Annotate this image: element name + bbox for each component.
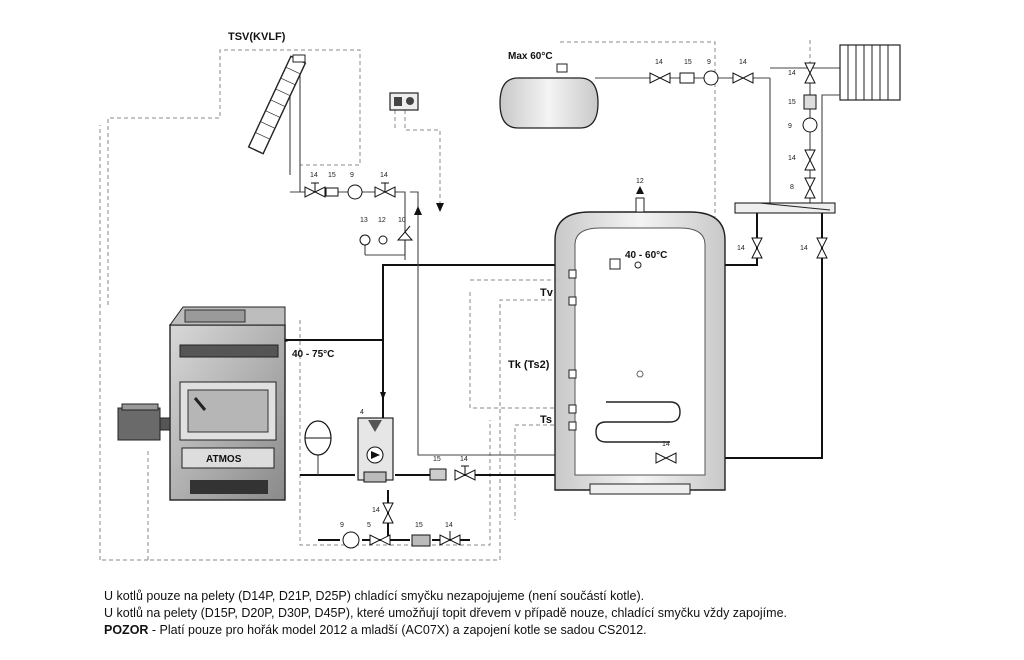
num-14-rad-b: 14 (788, 155, 796, 162)
sensor-tk: Tk (Ts2) (508, 359, 550, 371)
note-line-2: U kotlů na pelety (D15P, D20P, D30P, D45… (104, 606, 787, 620)
num-5: 5 (367, 522, 371, 529)
sensor-ts: Ts (540, 414, 552, 426)
num-15-cold: 15 (415, 522, 423, 529)
dhw-pump-icon (703, 70, 719, 86)
cold-pump-icon (342, 531, 360, 549)
cold-filter (411, 534, 431, 547)
dhw-valve-b (732, 72, 754, 84)
vent-icon (378, 235, 388, 245)
distributor-valves (751, 237, 828, 259)
note-line-1: U kotlů pouze na pelety (D14P, D21P, D25… (104, 589, 645, 603)
num-14-cold-v: 14 (372, 507, 380, 514)
dhw-valve-a (649, 72, 671, 84)
num-9-rad: 9 (788, 123, 792, 130)
cold-valve (439, 531, 461, 546)
boiler-outlet-temp: 40 - 75°C (292, 349, 334, 360)
solar-pump-icon (347, 184, 363, 200)
safety-valve-icon (396, 225, 414, 241)
accumulation-tank (554, 197, 726, 495)
num-12-a: 12 (378, 217, 386, 224)
num-14-dhw-b: 14 (739, 59, 747, 66)
return-valve (454, 465, 476, 481)
heating-schematic: TSV(KVLF) 14 15 9 14 13 12 10 ATMOS (99, 31, 901, 561)
boiler-brand: ATMOS (206, 454, 242, 465)
pellet-boiler (169, 306, 286, 501)
distributor (734, 202, 836, 214)
num-14-cold: 14 (445, 522, 453, 529)
dhw-filter (679, 72, 695, 84)
num-9-solar: 9 (350, 172, 354, 179)
tank-top-temp: 40 - 60°C (625, 250, 667, 261)
solar-label: TSV(KVLF) (228, 31, 286, 43)
solar-valve-left (304, 182, 326, 198)
radiator-line-parts (802, 62, 818, 199)
num-14-coil: 14 (662, 441, 670, 448)
num-12-tank: 12 (636, 178, 644, 185)
num-15-solar: 15 (328, 172, 336, 179)
pellet-burner (117, 403, 171, 441)
note-line-3: POZOR - Platí pouze pro hořák model 2012… (104, 622, 1004, 639)
return-filter (429, 468, 447, 481)
notes: U kotlů pouze na pelety (D14P, D21P, D25… (104, 588, 1004, 639)
note-line-3-text: - Platí pouze pro hořák model 2012 a mla… (148, 623, 647, 637)
solar-valve-right (374, 182, 396, 198)
coil-valve (655, 452, 677, 464)
solar-controller (389, 92, 419, 111)
num-15-return: 15 (433, 456, 441, 463)
expansion-vessel (304, 420, 332, 456)
num-9-dhw: 9 (707, 59, 711, 66)
num-14-dist-a: 14 (737, 245, 745, 252)
num-15-rad: 15 (788, 99, 796, 106)
pipes (285, 208, 823, 541)
solar-collector (247, 54, 307, 155)
loading-unit (357, 417, 394, 483)
num-8: 8 (790, 184, 794, 191)
num-4: 4 (360, 409, 364, 416)
num-14-rad-a: 14 (788, 70, 796, 77)
cold-mix-valve (369, 534, 391, 546)
num-14-dhw-a: 14 (655, 59, 663, 66)
dhw-max-temp: Max 60°C (508, 51, 553, 62)
solar-filter (325, 187, 339, 197)
sensor-tv: Tv (540, 287, 554, 299)
num-14-return: 14 (460, 456, 468, 463)
manometer-icon (359, 234, 371, 246)
num-10: 10 (398, 217, 406, 224)
radiator (839, 44, 901, 101)
num-9-cold: 9 (340, 522, 344, 529)
cold-vertical-valve (382, 502, 394, 524)
radiator-return (821, 94, 840, 205)
num-14-solar-a: 14 (310, 172, 318, 179)
num-14-solar-b: 14 (380, 172, 388, 179)
dhw-heater (499, 63, 599, 129)
num-14-dist-b: 14 (800, 245, 808, 252)
num-15-dhw: 15 (684, 59, 692, 66)
note-warning: POZOR (104, 623, 149, 637)
num-13: 13 (360, 217, 368, 224)
